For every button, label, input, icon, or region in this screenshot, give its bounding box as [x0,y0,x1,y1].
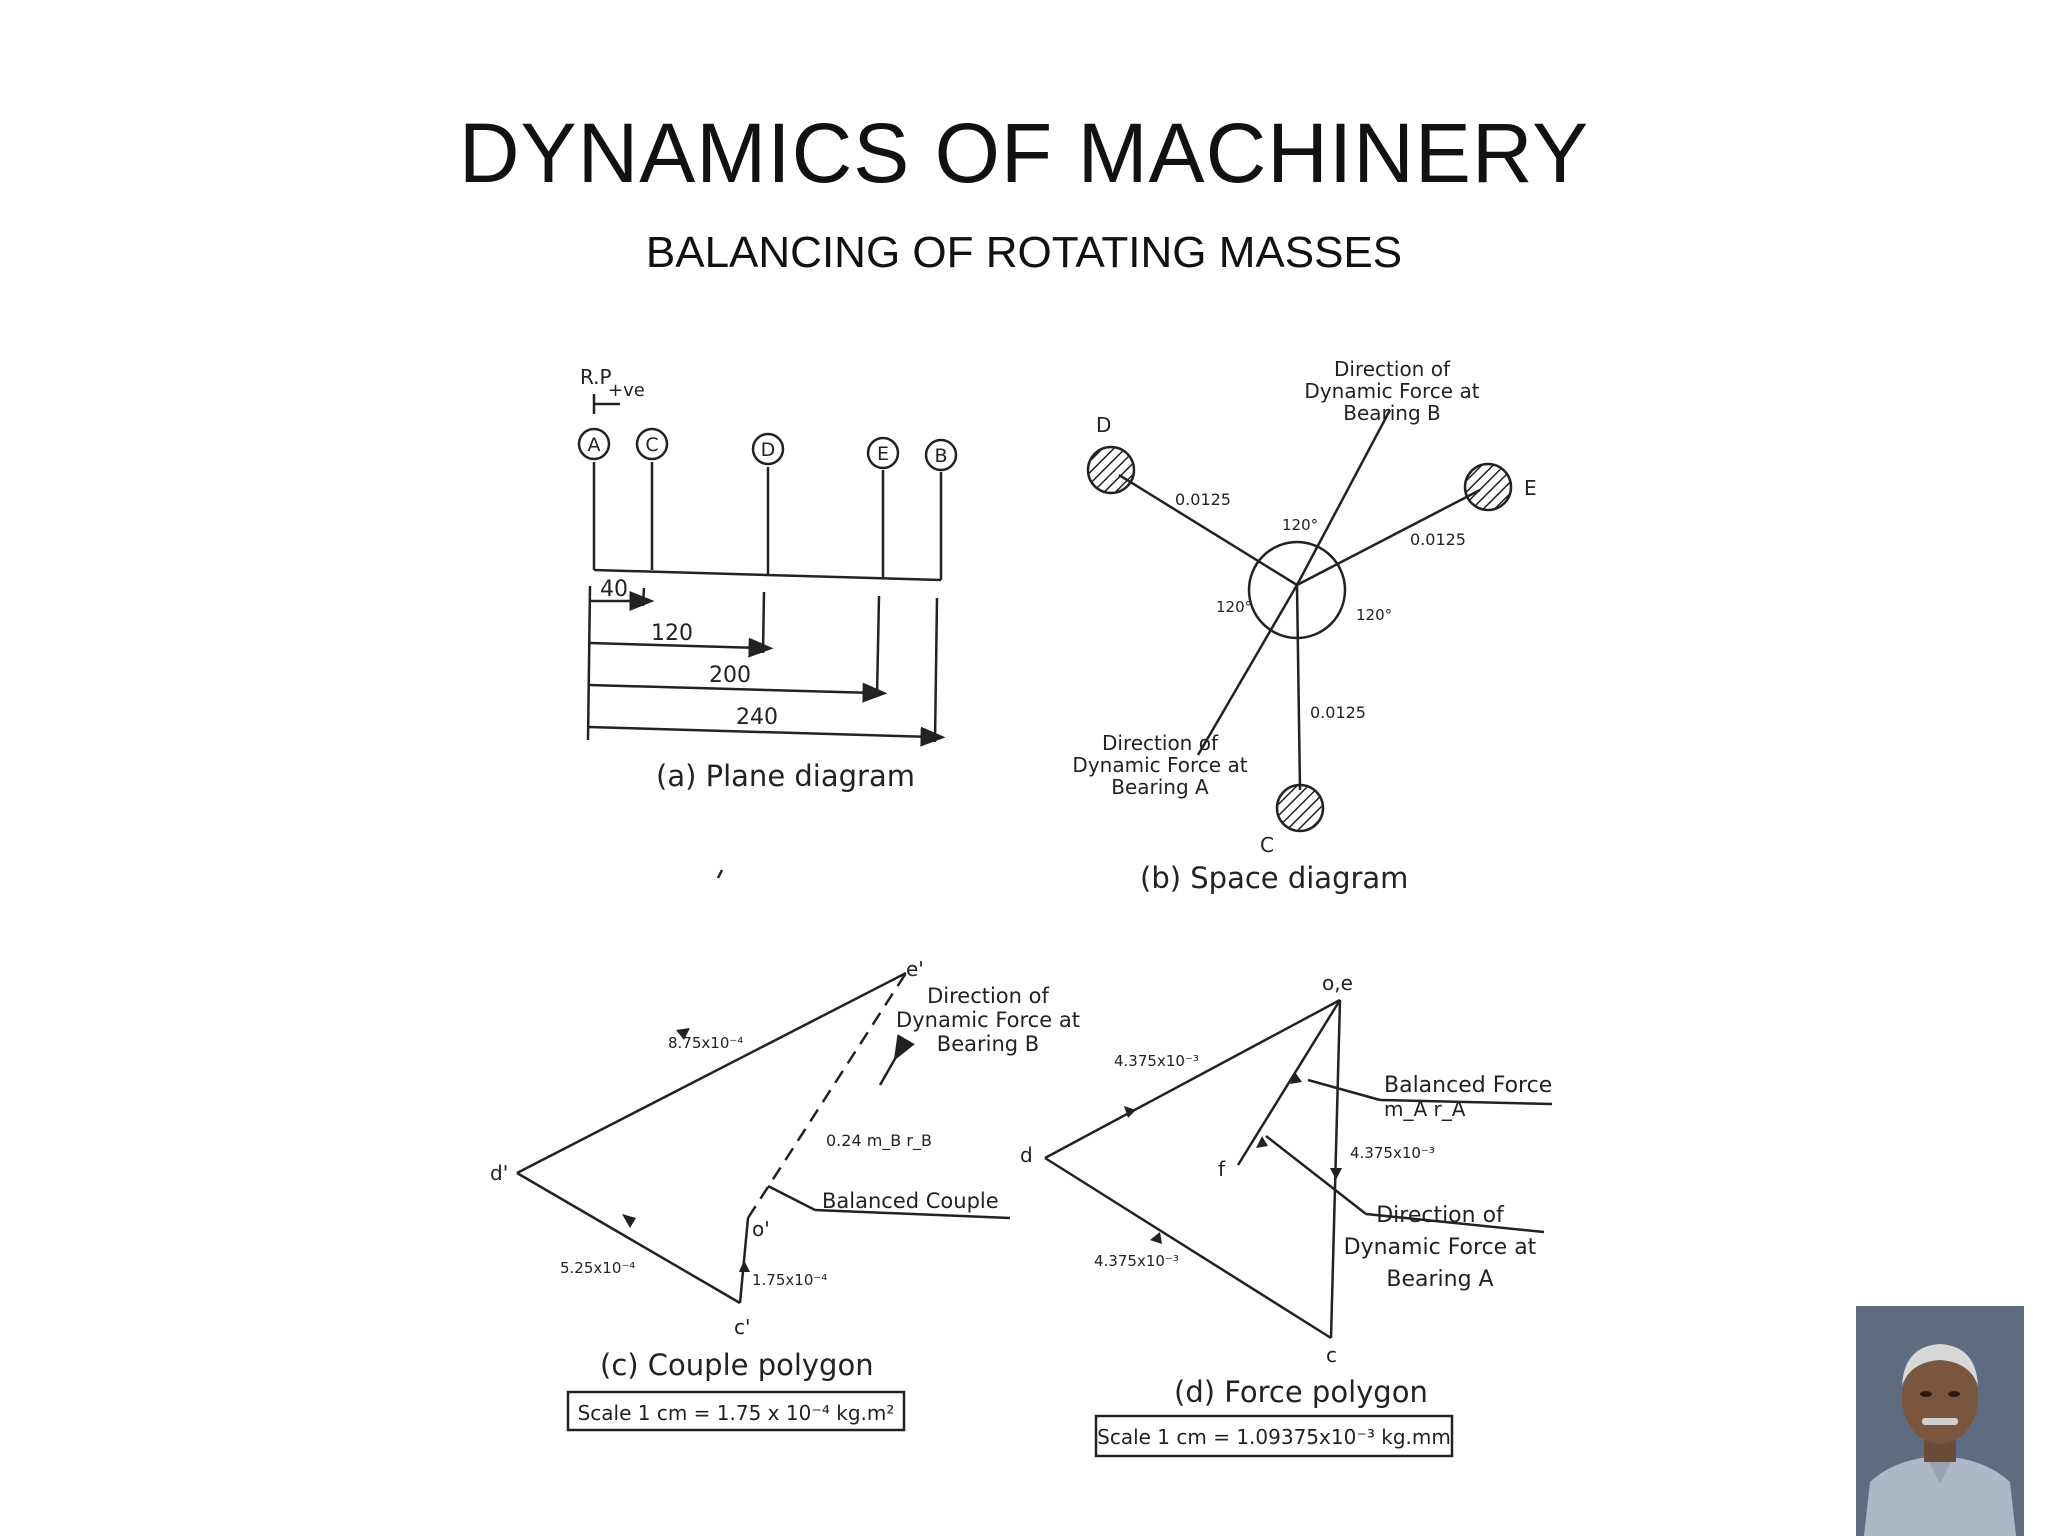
mass-e [1463,462,1513,512]
point-oe: o,e [1322,971,1353,995]
couple-bearing-b-line3: Bearing B [937,1032,1039,1056]
space-bearing-a-line2: Dynamic Force at [1072,753,1247,777]
couple-side-ed [516,971,907,1175]
slide-subtitle: BALANCING OF ROTATING MASSES [645,228,1403,277]
space-bearing-b-line1: Direction of [1334,357,1451,381]
radius-line-e [1296,488,1481,587]
mass-label-d: D [1096,413,1111,437]
force-scale-box [1094,1414,1454,1458]
couple-arrowheads [622,1028,750,1272]
couple-scale-box [566,1390,906,1432]
point-c: c [1326,1343,1337,1367]
radius-line-c [1295,584,1302,791]
space-bearing-b-line3: Bearing B [1343,401,1441,425]
plane-label-d: D [761,439,776,461]
point-e-prime: e' [906,957,924,981]
plane-circle-e [866,436,900,470]
bearing-a-line [1196,584,1299,756]
force-polygon-caption: (d) Force polygon [1174,1375,1428,1409]
mass-c [1275,783,1325,833]
radius-line-d [1118,473,1298,587]
couple-side-dc [516,1171,741,1305]
dim-120: 120 [651,621,693,646]
couple-label-co: 1.75x10⁻⁴ [752,1271,827,1289]
angle-label-top: 120° [1282,516,1318,534]
radius-label-d: 0.0125 [1175,490,1231,509]
plane-circle-b [924,438,958,472]
plane-diagram [586,394,946,747]
plane-label-b: B [934,445,947,467]
plane-label-a: A [588,434,601,456]
couple-label-balanced: 0.24 m_B r_B [826,1131,932,1151]
point-d-prime: d' [490,1161,508,1185]
radius-label-c: 0.0125 [1310,703,1366,722]
couple-bearing-b-line2: Dynamic Force at [896,1008,1080,1032]
force-scale-text: Scale 1 cm = 1.09375x10⁻³ kg.mm [1097,1425,1451,1449]
shaft-line [593,568,942,582]
plane-circle-d [751,432,785,466]
space-bearing-a-line3: Bearing A [1111,775,1209,799]
force-label-dc: 4.375x10⁻³ [1094,1252,1179,1270]
force-label-co: 4.375x10⁻³ [1350,1144,1435,1162]
dim-200: 200 [709,663,751,688]
space-diagram [1118,409,1481,791]
force-side-dc [1044,1156,1332,1340]
radius-label-e: 0.0125 [1410,530,1466,549]
balanced-couple-label: Balanced Couple [822,1189,999,1213]
plane-label-e: E [877,443,889,465]
slide-title: DYNAMICS OF MACHINERY [458,106,1590,200]
dim-40: 40 [600,577,628,602]
plane-circles [577,427,958,472]
space-bearing-b-line2: Dynamic Force at [1304,379,1479,403]
couple-polygon [516,869,1011,1305]
angle-circle [1247,540,1347,640]
presenter-portrait-image [1856,1306,2024,1536]
couple-polygon-caption: (c) Couple polygon [600,1348,874,1382]
plane-circle-a [577,427,611,461]
presenter-photo [1856,1306,2024,1536]
point-f: f [1218,1157,1226,1181]
dim-240: 240 [736,705,778,730]
point-c-prime: c' [734,1315,751,1339]
point-d: d [1020,1143,1033,1167]
force-bearing-a-line2: Dynamic Force at [1344,1235,1537,1260]
direction-label: +ve [608,380,645,401]
force-polygon [1044,998,1553,1340]
mass-label-e: E [1524,476,1537,500]
space-bearing-a-line1: Direction of [1102,731,1219,755]
couple-balanced-line [746,972,908,1219]
plane-label-c: C [645,434,658,456]
couple-bearing-b-line1: Direction of [927,984,1049,1008]
ref-plane-label: R.P [580,365,612,389]
plane-circle-c [635,427,669,461]
point-o-prime: o' [752,1217,770,1241]
couple-label-ed: 8.75x10⁻⁴ [668,1034,743,1052]
force-side-od [1044,998,1341,1160]
bearing-b-line [1295,409,1392,586]
force-bearing-a-line3: Bearing A [1386,1267,1493,1292]
angle-label-right: 120° [1356,606,1392,624]
space-diagram-caption: (b) Space diagram [1140,861,1408,895]
force-bearing-a-line1: Direction of [1376,1203,1505,1228]
force-arrowheads [1124,1072,1342,1244]
mass-label-c: C [1260,833,1274,857]
space-masses [1086,445,1513,833]
balanced-force-label: Balanced Force [1384,1073,1552,1098]
balanced-force-symbol: m_A r_A [1384,1097,1466,1121]
force-label-od: 4.375x10⁻³ [1114,1052,1199,1070]
couple-scale-text: Scale 1 cm = 1.75 x 10⁻⁴ kg.m² [578,1401,895,1425]
plane-diagram-caption: (a) Plane diagram [656,759,915,793]
mass-d [1086,445,1136,495]
couple-label-dc: 5.25x10⁻⁴ [560,1259,635,1277]
angle-label-left: 120° [1216,598,1252,616]
force-balanced-line [1236,999,1342,1166]
